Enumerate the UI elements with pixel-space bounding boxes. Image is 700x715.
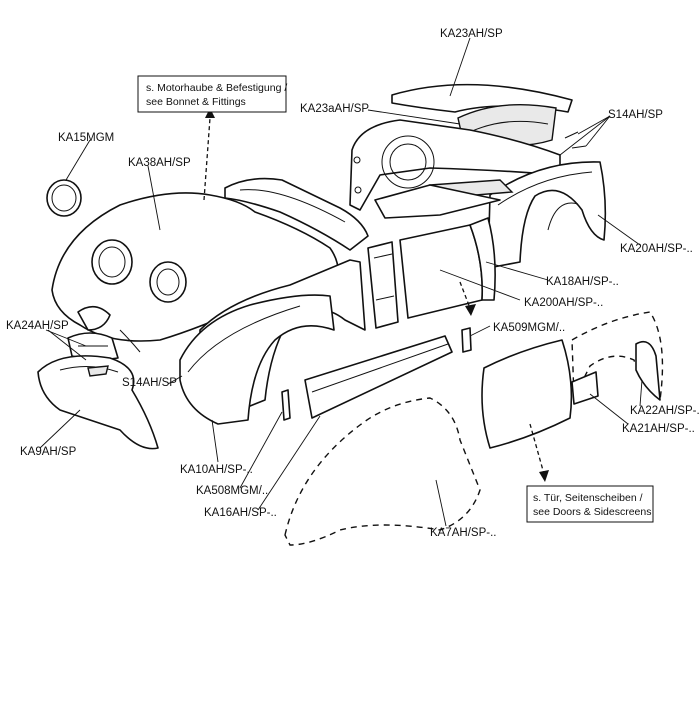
ref-arrow-doors: [529, 423, 549, 482]
leader-lines: [39, 37, 643, 527]
label-ka38ah: KA38AH/SP: [128, 157, 191, 169]
label-ka509mgm: KA509MGM/..: [493, 322, 565, 334]
note-doors-line1: s. Tür, Seitenscheiben /: [533, 492, 643, 504]
label-ka15mgm: KA15MGM: [58, 132, 114, 144]
note-doors: s. Tür, Seitenscheiben / see Doors & Sid…: [526, 485, 654, 523]
label-ka16ah: KA16AH/SP-..: [204, 507, 277, 519]
rear-bulkhead-panel: [349, 119, 561, 211]
door-shut-panel: [399, 217, 496, 319]
label-ka18ah: KA18AH/SP-..: [546, 276, 619, 288]
label-ka200ah: KA200AH/SP-..: [524, 297, 603, 309]
sill-strip-part: [304, 335, 453, 419]
label-ka508mgm: KA508MGM/..: [196, 485, 268, 497]
headlamp-ring-part: [46, 179, 82, 217]
door-post-bracket: [461, 327, 472, 353]
front-shroud-panel: [51, 177, 369, 353]
ref-arrow-floor: [459, 281, 476, 316]
label-ka24ah: KA24AH/SP: [6, 320, 69, 332]
small-sill-bracket: [281, 389, 291, 421]
label-s14ah-top: S14AH/SP: [608, 109, 663, 121]
label-ka23aah: KA23aAH/SP: [300, 103, 369, 115]
label-ka10ah: KA10AH/SP-..: [180, 464, 253, 476]
note-doors-line2: see Doors & Sidescreens: [533, 506, 651, 518]
rear-floor-panel: [374, 179, 514, 219]
label-s14ah-side: S14AH/SP: [122, 377, 177, 389]
front-valance-part: [37, 355, 159, 450]
label-ka7ah: KA7AH/SP-..: [430, 527, 496, 539]
seal-strip-rear: [564, 131, 587, 149]
label-ka22ah: KA22AH/SP-..: [630, 405, 700, 417]
rear-wing-outer-outline: [571, 311, 664, 405]
outer-wing-outline: [284, 397, 481, 546]
label-ka21ah: KA21AH/SP-..: [622, 423, 695, 435]
label-ka20ah: KA20AH/SP-..: [620, 243, 693, 255]
label-ka9ah: KA9AH/SP: [20, 446, 77, 458]
note-bonnet-line2: see Bonnet & Fittings: [146, 96, 246, 108]
door-skin-part: [481, 339, 573, 449]
label-ka23ah: KA23AH/SP: [440, 28, 503, 40]
note-bonnet: s. Motorhaube & Befestigung / see Bonnet…: [137, 75, 287, 113]
a-pillar-panel: [367, 241, 399, 329]
note-bonnet-line1: s. Motorhaube & Befestigung /: [146, 82, 287, 94]
front-wing-panel: [179, 294, 335, 425]
rear-wing-panel: [487, 161, 607, 269]
ref-arrow-bonnet: [203, 108, 215, 201]
part-labels: KA23AH/SP KA23aAH/SP S14AH/SP KA15MGM KA…: [6, 28, 700, 539]
